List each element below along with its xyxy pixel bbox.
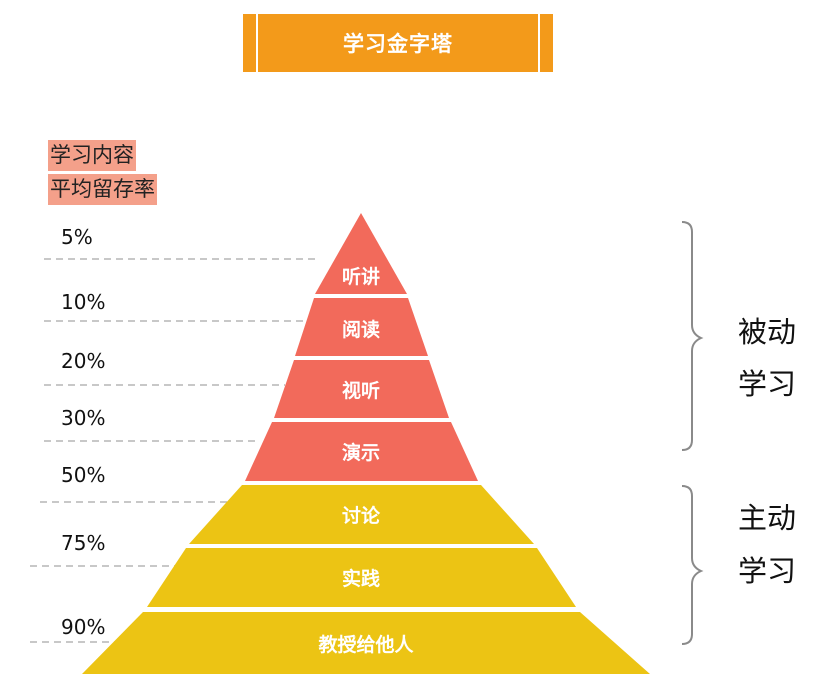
- layer-shape-5: [189, 485, 534, 544]
- retention-label-1: 5%: [61, 225, 93, 249]
- active-label-line-1: 主动: [738, 501, 797, 535]
- layer-shape-2: [295, 298, 428, 356]
- layer-label-4: 演示: [342, 441, 380, 464]
- retention-label-2: 10%: [61, 290, 106, 314]
- layer-shape-7: [82, 612, 650, 674]
- layer-label-3: 视听: [342, 379, 380, 402]
- layer-label-2: 阅读: [342, 318, 380, 341]
- layer-shape-6: [147, 548, 576, 607]
- retention-label-5: 50%: [61, 463, 106, 487]
- retention-label-6: 75%: [61, 531, 106, 555]
- diagram-title: 学习金字塔: [343, 32, 453, 56]
- passive-label-line-2: 学习: [738, 367, 797, 401]
- retention-label-3: 20%: [61, 349, 106, 373]
- layer-label-5: 讨论: [342, 504, 381, 527]
- header-line-1: 学习内容: [48, 140, 136, 171]
- layer-shape-4: [245, 422, 478, 481]
- title-banner: 学习金字塔: [243, 14, 553, 72]
- layer-label-1: 听讲: [342, 265, 380, 288]
- title-bar-left: [256, 14, 258, 72]
- layer-label-6: 实践: [342, 567, 380, 590]
- layer-shape-3: [274, 360, 449, 418]
- active-bracket: [681, 485, 704, 645]
- retention-label-7: 90%: [61, 615, 106, 639]
- passive-bracket: [681, 221, 704, 451]
- layer-label-7: 教授给他人: [318, 633, 414, 656]
- retention-label-4: 30%: [61, 406, 106, 430]
- active-label-line-2: 学习: [738, 554, 797, 588]
- header-line-2: 平均留存率: [48, 174, 157, 205]
- passive-label-line-1: 被动: [738, 315, 797, 349]
- title-bar-right: [538, 14, 540, 72]
- layer-shape-1: [315, 213, 407, 294]
